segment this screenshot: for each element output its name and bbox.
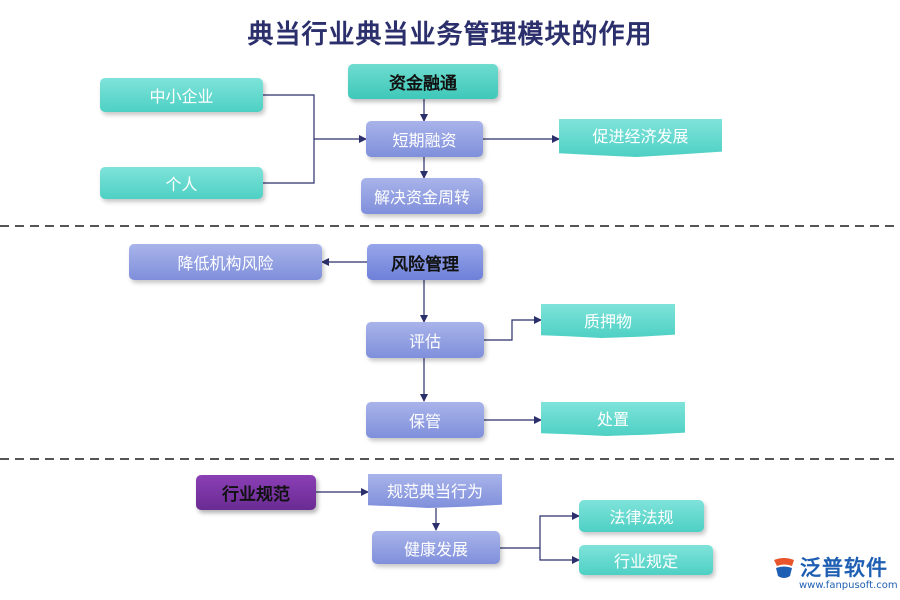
short-term-financing-box: 短期融资 xyxy=(366,121,483,157)
capital-turnover-box: 解决资金周转 xyxy=(361,178,483,214)
lower-risk-box: 降低机构风险 xyxy=(129,244,322,280)
individual-box: 个人 xyxy=(100,167,263,199)
disposal-flag: 处置 xyxy=(541,402,685,436)
page-title: 典当行业典当业务管理模块的作用 xyxy=(247,20,653,50)
risk-head: 风险管理 xyxy=(367,244,483,280)
sme-box: 中小企业 xyxy=(100,78,263,112)
connector-individual xyxy=(263,139,315,184)
fanpu-logo: 泛普软件 www.fanpusoft.com xyxy=(770,552,898,596)
laws-box: 法律法规 xyxy=(579,500,704,532)
industry-rules-box: 行业规定 xyxy=(579,545,713,575)
connector-health-to-rules xyxy=(539,548,580,564)
logo-name: 泛普软件 xyxy=(800,556,888,580)
economy-flag: 促进经济发展 xyxy=(559,119,722,157)
industry-norm-head: 行业规范 xyxy=(196,475,316,510)
funding-head: 资金融通 xyxy=(348,64,498,99)
evaluate-box: 评估 xyxy=(366,322,484,358)
regulate-flag: 规范典当行为 xyxy=(368,474,502,508)
connector-health-to-law xyxy=(500,512,580,549)
logo-url: www.fanpusoft.com xyxy=(799,580,898,591)
connector-evaluate-to-pledge xyxy=(484,316,542,341)
fanpu-logo-icon xyxy=(774,558,794,578)
healthy-development-box: 健康发展 xyxy=(372,531,500,564)
connector-sme xyxy=(263,94,315,139)
custody-box: 保管 xyxy=(366,402,484,438)
pledge-flag: 质押物 xyxy=(541,304,675,338)
